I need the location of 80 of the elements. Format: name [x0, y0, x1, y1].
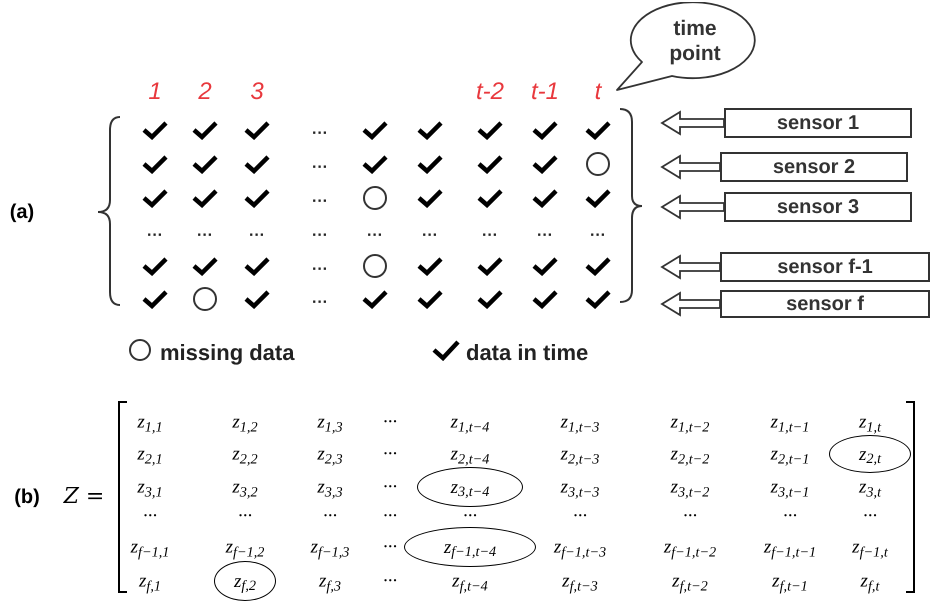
- panel-label: (b): [14, 487, 40, 507]
- hollow-arrow: [660, 291, 721, 317]
- time-index: t: [594, 80, 602, 104]
- matrix-entry: ···: [382, 412, 398, 432]
- time-index: 3: [250, 80, 264, 104]
- circled-matrix-entry: [829, 435, 911, 473]
- panel-label: (a): [10, 202, 34, 222]
- matrix-entry: ···: [382, 538, 398, 556]
- hollow-arrow: [660, 110, 725, 136]
- sensor-box: sensor 1: [724, 108, 912, 138]
- matrix-entry: ···: [782, 506, 798, 526]
- ellipsis: ···: [422, 228, 438, 244]
- ellipsis: ···: [312, 228, 328, 244]
- ellipsis: ···: [197, 228, 213, 244]
- matrix-entry: z$_{3,t}$: [858, 478, 882, 496]
- hollow-arrow: [660, 154, 721, 180]
- ellipsis: ···: [312, 194, 328, 210]
- matrix-entry: z$_{3,1}$: [137, 478, 163, 496]
- matrix-entry: z$_{2,t−2}$: [670, 444, 710, 464]
- matrix-entry: z$_{3,t−3}$: [560, 478, 600, 496]
- matrix-entry: z$_{2,2}$: [232, 444, 258, 464]
- matrix-entry: z$_{3,t−4}$: [450, 478, 490, 496]
- matrix-entry: z$_{1,t−2}$: [670, 412, 710, 432]
- ellipsis: ···: [312, 126, 328, 142]
- matrix-entry: ···: [382, 444, 398, 464]
- matrix-entry: ···: [682, 506, 698, 526]
- ellipsis: ···: [249, 228, 265, 244]
- sensor-box: sensor 2: [720, 152, 908, 182]
- sensor-box: sensor f-1: [720, 252, 930, 282]
- matrix-entry: z$_{1,2}$: [232, 412, 258, 432]
- matrix-entry: z$_{2,t}$: [858, 444, 882, 464]
- time-index: t-1: [531, 80, 559, 104]
- matrix-entry: ···: [322, 506, 338, 526]
- bubble-text: time point: [668, 16, 722, 66]
- matrix-entry: z$_{3,t−2}$: [670, 478, 710, 496]
- matrix-entry: z$_{1,1}$: [137, 412, 163, 432]
- matrix-entry: ···: [862, 506, 878, 526]
- matrix-entry: ···: [572, 506, 588, 526]
- matrix-entry: z$_{1,3}$: [317, 412, 343, 432]
- circled-matrix-entry: [417, 467, 523, 507]
- matrix-entry: z$_{2,t−3}$: [560, 444, 600, 464]
- time-index: t-2: [476, 80, 504, 104]
- matrix-entry: z$_{2,t−4}$: [450, 444, 490, 464]
- matrix-entry: z$_{f−1,t−4}$: [444, 538, 496, 556]
- matrix-entry: z$_{3,t−1}$: [770, 478, 810, 496]
- hollow-arrow: [660, 194, 725, 220]
- circled-matrix-entry: [404, 527, 536, 567]
- matrix-entry: ···: [462, 506, 478, 526]
- ellipsis: ···: [147, 228, 163, 244]
- matrix-entry: z$_{2,1}$: [137, 444, 163, 464]
- legend-text: data in time: [466, 339, 588, 367]
- legend-text: missing data: [160, 339, 294, 367]
- time-index: 1: [148, 80, 162, 104]
- circled-matrix-entry: [214, 561, 276, 601]
- matrix-entry: ···: [382, 478, 398, 496]
- matrix-entry: z$_{f,2}$: [234, 572, 256, 590]
- matrix-entry: z$_{3,2}$: [232, 478, 258, 496]
- ellipsis: ···: [367, 228, 383, 244]
- matrix-entry: ···: [142, 506, 158, 526]
- matrix-entry: z$_{1,t−3}$: [560, 412, 600, 432]
- ellipsis: ···: [482, 228, 498, 244]
- matrix-name: Z =: [64, 486, 104, 508]
- sensor-box: sensor f: [720, 290, 930, 318]
- matrix-entry: z$_{2,t−1}$: [770, 444, 810, 464]
- hollow-arrow: [660, 254, 721, 280]
- sensor-box: sensor 3: [724, 192, 912, 222]
- matrix-entry: ···: [382, 506, 398, 526]
- ellipsis: ···: [590, 228, 606, 244]
- matrix-entry: ···: [382, 572, 398, 590]
- matrix-entry: z$_{1,t−1}$: [770, 412, 810, 432]
- matrix-entry: z$_{1,t−4}$: [450, 412, 490, 432]
- matrix-entry: z$_{3,3}$: [317, 478, 343, 496]
- ellipsis: ···: [537, 228, 553, 244]
- matrix-entry: z$_{1,t}$: [858, 412, 882, 432]
- time-index: 2: [198, 80, 212, 104]
- matrix-entry: z$_{2,3}$: [317, 444, 343, 464]
- matrix-entry: ···: [238, 506, 252, 526]
- ellipsis: ···: [312, 160, 328, 176]
- ellipsis: ···: [312, 262, 328, 278]
- ellipsis: ···: [312, 295, 328, 311]
